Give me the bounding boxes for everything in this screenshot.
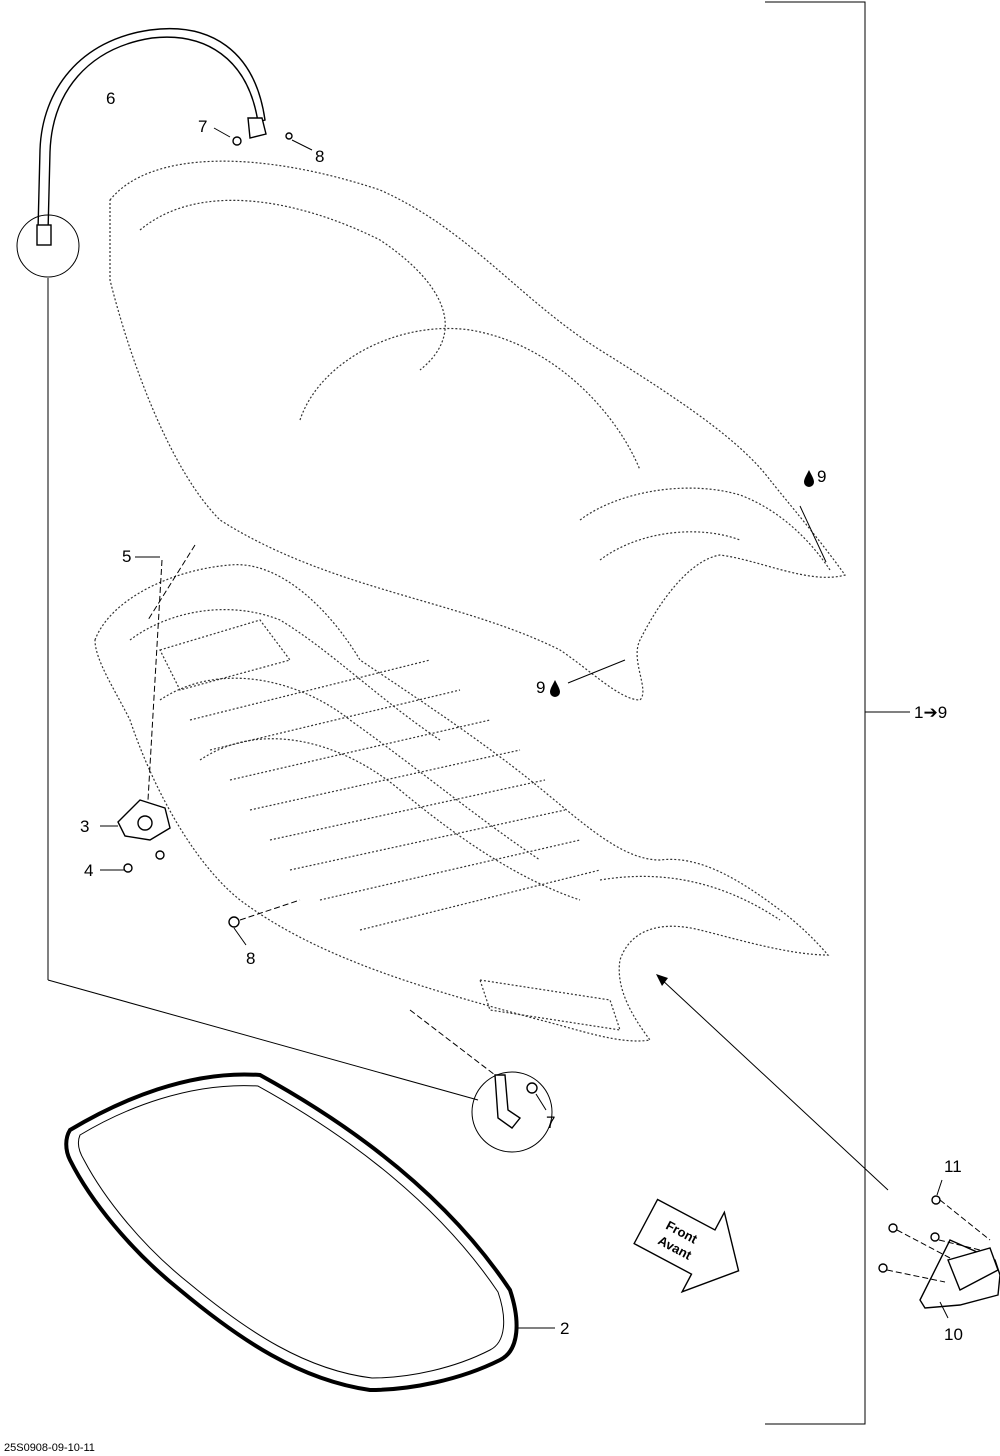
callout-7-top: 7 — [198, 117, 207, 136]
callout-8-top: 8 — [315, 147, 324, 166]
callout-9-left: 9 — [536, 678, 545, 697]
callout-10: 10 — [944, 1325, 963, 1344]
front-arrow-icon: Front Avant — [633, 1198, 740, 1294]
nut — [526, 1082, 538, 1094]
seat-base — [94, 564, 830, 1042]
drop-icon — [804, 470, 814, 487]
seat-cushion — [109, 160, 846, 701]
seat-strap — [36, 28, 267, 246]
callout-6: 6 — [106, 89, 115, 108]
callout-11: 11 — [944, 1157, 962, 1176]
callout-8-mid: 8 — [246, 949, 255, 968]
detail-circle-top — [16, 214, 80, 278]
callout-2: 2 — [560, 1319, 569, 1338]
electrical-module — [878, 1195, 1000, 1309]
seat-latch — [117, 799, 171, 873]
washer — [228, 916, 240, 928]
callout-4: 4 — [84, 861, 93, 880]
assembly-bracket — [765, 1, 910, 1425]
bolt — [232, 136, 242, 146]
drawing-code: 25S0908-09-10-11 — [4, 1442, 95, 1454]
detail-circle-bottom — [471, 1071, 553, 1153]
drop-icon — [550, 680, 560, 697]
callout-1-9: 1➔9 — [914, 703, 947, 722]
nut — [285, 132, 293, 140]
callout-9-right: 9 — [817, 467, 826, 486]
callout-7-bottom: 7 — [546, 1113, 555, 1132]
gasket — [64, 1072, 519, 1393]
callout-3: 3 — [80, 817, 89, 836]
callout-5: 5 — [122, 547, 131, 566]
